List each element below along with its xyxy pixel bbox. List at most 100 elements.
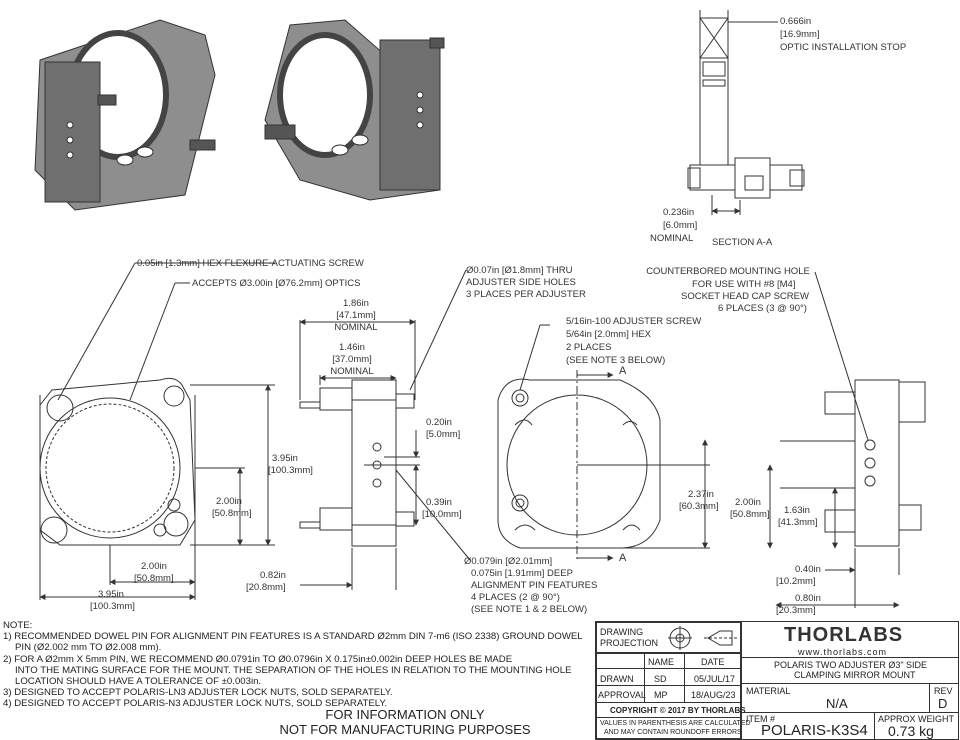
description-line2: CLAMPING MIRROR MOUNT [794, 670, 916, 680]
notes-block: NOTE: 1) RECOMMENDED DOWEL PIN FOR ALIGN… [3, 620, 595, 710]
pin-line3: ALIGNMENT PIN FEATURES [471, 580, 598, 591]
dim-020-mm: [5.0mm] [426, 429, 461, 440]
info-disclaimer: FOR INFORMATION ONLY NOT FOR MANUFACTURI… [190, 707, 620, 737]
disclaimer-line1: VALUES IN PARENTHESIS ARE CALCULATED [600, 720, 751, 727]
projection-symbol-icon [668, 626, 738, 650]
dim-082-in: 0.82in [260, 570, 286, 581]
dim-0666-mm: [16.9mm] [780, 29, 820, 40]
approval-name: MP [654, 690, 668, 700]
note-3: 3) DESIGNED TO ACCEPT POLARIS-LN3 ADJUST… [3, 687, 393, 699]
weight-value: 0.73 kg [888, 723, 934, 739]
thru-hole-line2: ADJUSTER SIDE HOLES [466, 277, 576, 288]
dim-146-note: NOMINAL [330, 366, 374, 377]
section-title: SECTION A-A [712, 237, 773, 248]
dim-039-in: 0.39in [426, 497, 452, 508]
dim-0666-in: 0.666in [780, 16, 812, 27]
counterbore-line4: 6 PLACES (3 @ 90°) [718, 303, 807, 314]
front-view [39, 262, 275, 600]
iso-render-front [34, 19, 216, 211]
rev-value: D [938, 696, 948, 711]
dim-040-in: 0.40in [795, 564, 821, 575]
dim-163-mm: [41.3mm] [778, 517, 818, 528]
hex-screw-label: 0.05in [1.3mm] HEX FLEXURE-ACTUATING SCR… [137, 258, 364, 269]
dim-200r-in: 2.00in [735, 497, 761, 508]
drawn-label: DRAWN [600, 674, 634, 684]
disclaimer-line2: AND MAY CONTAIN ROUNDOFF ERRORS [604, 729, 742, 736]
dim-200l-in: 2.00in [216, 496, 242, 507]
counterbore-line2: FOR USE WITH #8 [M4] [692, 279, 796, 290]
note-2a: 2) FOR A Ø2mm X 5mm PIN, WE RECOMMEND Ø0… [3, 653, 513, 665]
dim-080-mm: [20.3mm] [776, 605, 816, 616]
thru-hole-line1: Ø0.07in [Ø1.8mm] THRU [466, 265, 573, 276]
dim-0666-note: OPTIC INSTALLATION STOP [780, 42, 907, 53]
note-1a: 1) RECOMMENDED DOWEL PIN FOR ALIGNMENT P… [3, 631, 583, 643]
dim-186-in: 1.86in [343, 298, 369, 309]
drawn-date: 05/JUL/17 [694, 674, 736, 684]
projection-cell [596, 622, 741, 653]
approval-label: APPROVAL [598, 690, 646, 700]
info-line2: NOT FOR MANUFACTURING PURPOSES [279, 722, 531, 737]
section-marker-bottom: A [619, 552, 627, 564]
name-header: NAME [648, 657, 675, 667]
material-value: N/A [826, 696, 848, 711]
adjuster-line3: 2 PLACES [566, 342, 612, 353]
projection-label-1: DRAWING [600, 627, 644, 637]
pin-line4: 4 PLACES (2 @ 90°) [471, 592, 560, 603]
rev-label: REV [934, 686, 953, 696]
dim-186-mm: [47.1mm] [336, 310, 376, 321]
thorlabs-logo: THORLABS [784, 624, 904, 646]
drawn-name: SD [654, 674, 667, 684]
dim-039-mm: [10.0mm] [422, 509, 462, 520]
side-view [299, 269, 471, 590]
notes-title: NOTE: [3, 620, 33, 631]
rear-view [497, 324, 773, 561]
pin-line2: 0.075in [1.91mm] DEEP [471, 568, 573, 579]
note-4: 4) DESIGNED TO ACCEPT POLARIS-N3 ADJUSTE… [3, 698, 388, 710]
dim-200h-in: 2.00in [141, 561, 167, 572]
counterbore-line3: SOCKET HEAD CAP SCREW [681, 291, 809, 302]
dim-0236-mm: [6.0mm] [663, 220, 698, 231]
material-label: MATERIAL [746, 686, 791, 696]
dim-237-mm: [60.3mm] [679, 501, 719, 512]
weight-label: APPROX WEIGHT [878, 714, 955, 724]
item-label: ITEM # [746, 714, 776, 724]
copyright: COPYRIGHT © 2017 BY THORLABS [610, 706, 746, 715]
dim-395h-in: 3.95in [98, 589, 124, 600]
dim-040-mm: [10.2mm] [776, 576, 816, 587]
dim-200h-mm: [50.8mm] [134, 573, 174, 584]
accepts-optics-label: ACCEPTS Ø3.00in [Ø76.2mm] OPTICS [192, 278, 361, 289]
note-2c: LOCATION SHOULD HAVE A TOLERANCE OF ±0.0… [15, 676, 262, 688]
dim-082-mm: [20.8mm] [246, 582, 286, 593]
approval-date: 18/AUG/23 [691, 690, 736, 700]
dim-395v-in: 3.95in [272, 453, 298, 464]
note-2b: INTO THE MATING SURFACE FOR THE MOUNT. T… [15, 664, 572, 676]
thru-hole-line3: 3 PLACES PER ADJUSTER [466, 289, 586, 300]
iso-render-back [264, 19, 445, 201]
section-view [687, 10, 805, 215]
counterbore-line1: COUNTERBORED MOUNTING HOLE [646, 266, 810, 277]
dim-186-note: NOMINAL [334, 322, 378, 333]
dim-020-in: 0.20in [426, 417, 452, 428]
section-marker-top: A [619, 365, 627, 377]
info-line1: FOR INFORMATION ONLY [325, 707, 485, 722]
adjuster-line1: 5/16in-100 ADJUSTER SCREW [566, 316, 702, 327]
adjuster-line2: 5/64in [2.0mm] HEX [566, 329, 652, 340]
website: www.thorlabs.com [798, 647, 888, 657]
dim-146-in: 1.46in [339, 342, 365, 353]
dim-395v-mm: [100.3mm] [268, 465, 313, 476]
projection-label-2: PROJECTION [600, 638, 659, 648]
pin-line5: (SEE NOTE 1 & 2 BELOW) [471, 604, 588, 615]
dim-163-in: 1.63in [784, 505, 810, 516]
item-value: POLARIS-K3S4 [761, 722, 868, 739]
dim-080-in: 0.80in [795, 593, 821, 604]
dim-237-in: 2.37in [688, 489, 714, 500]
dim-395h-mm: [100.3mm] [90, 601, 135, 612]
right-side-view [775, 271, 926, 608]
note-1b: PIN (Ø2.002 mm TO Ø2.008 mm). [15, 642, 162, 654]
dim-200r-mm: [50.8mm] [730, 509, 770, 520]
title-block: DRAWING PROJECTION NAME DATE DRAWN SD 05… [595, 621, 959, 740]
dim-200l-mm: [50.8mm] [212, 508, 252, 519]
adjuster-line4: (SEE NOTE 3 BELOW) [566, 355, 666, 366]
dim-0236-note: NOMINAL [650, 233, 694, 244]
